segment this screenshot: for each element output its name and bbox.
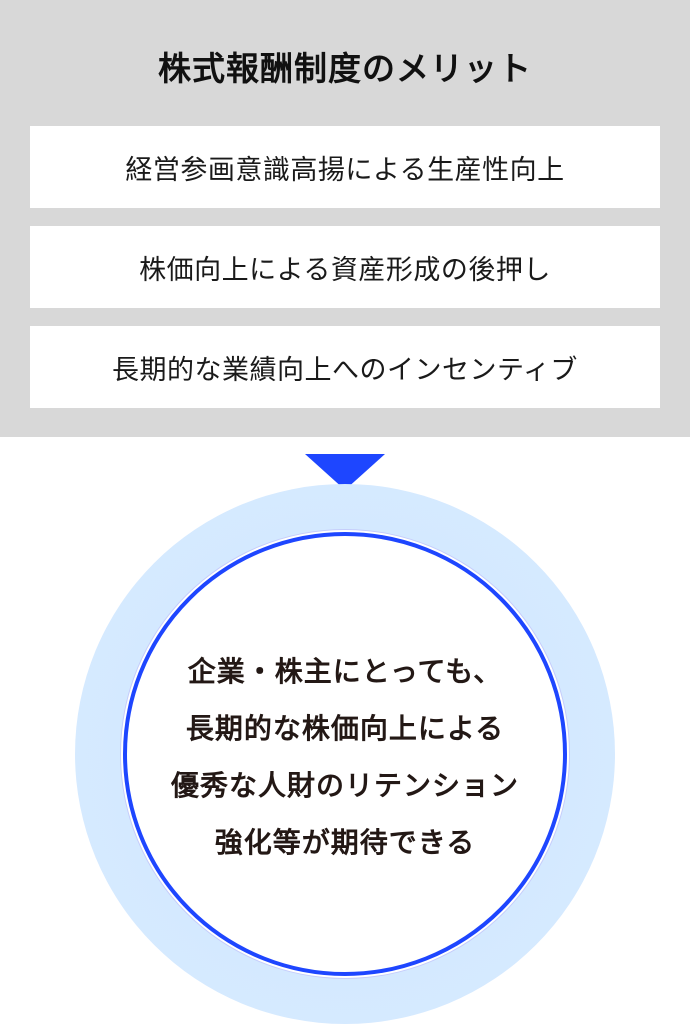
merit-item-productivity: 経営参画意識高揚による生産性向上 <box>30 126 660 208</box>
result-line-4: 強化等が期待できる <box>214 826 476 859</box>
result-line-2: 長期的な株価向上による <box>185 712 505 745</box>
merit-item-label: 株価向上による資産形成の後押し <box>139 254 551 286</box>
panel-title: 株式報酬制度のメリット <box>158 49 532 88</box>
merit-item-label: 経営参画意識高揚による生産性向上 <box>125 154 565 186</box>
merit-item-incentive: 長期的な業績向上へのインセンティブ <box>30 326 660 408</box>
result-circle <box>123 532 567 976</box>
merits-panel: 株式報酬制度のメリット 経営参画意識高揚による生産性向上 株価向上による資産形成… <box>0 0 690 437</box>
result-text: 企業・株主にとっても、 長期的な株価向上による 優秀な人財のリテンション 強化等… <box>0 643 690 871</box>
result-line-1: 企業・株主にとっても、 <box>187 655 503 688</box>
result-line-3: 優秀な人財のリテンション <box>170 769 519 802</box>
merit-item-label: 長期的な業績向上へのインセンティブ <box>112 354 578 386</box>
merit-item-asset-formation: 株価向上による資産形成の後押し <box>30 226 660 308</box>
